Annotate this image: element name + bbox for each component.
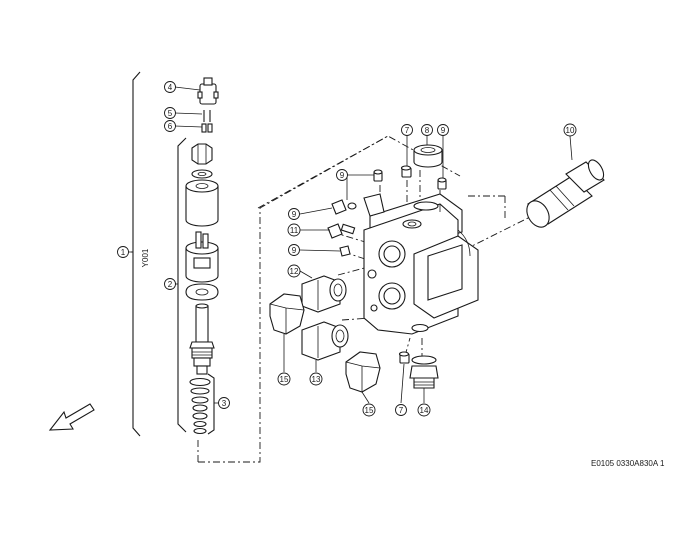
subassembly-bracket	[177, 137, 187, 433]
valve-cartridge	[189, 303, 215, 375]
callout-9-upper-left: 9	[336, 169, 348, 181]
leader-lines	[128, 86, 573, 404]
callout-9-lower-left-label: 9	[292, 246, 297, 255]
callout-10-label: 10	[566, 126, 575, 135]
connector-pins	[201, 110, 213, 133]
callout-11-label: 11	[290, 226, 299, 235]
callout-7-top-label: 7	[405, 126, 410, 135]
callout-15-bottom-label: 15	[365, 406, 374, 415]
callout-7-top: 7	[401, 124, 413, 136]
callout-9-lower-left: 9	[288, 244, 300, 256]
callout-4-label: 4	[168, 83, 173, 92]
callout-12-label: 12	[290, 267, 299, 276]
callout-6-label: 6	[168, 122, 173, 131]
callout-5-label: 5	[168, 109, 173, 118]
callout-15-left-label: 15	[280, 375, 289, 384]
callout-9-top: 9	[437, 124, 449, 136]
assembly-ref-label: Y001	[141, 248, 150, 267]
callout-2: 2	[164, 278, 176, 290]
fitting-14	[409, 355, 439, 389]
relief-valve-cartridge	[526, 159, 605, 228]
callout-9-mid-left: 9	[288, 208, 300, 220]
washer	[191, 169, 213, 179]
callout-7-bottom-label: 7	[399, 406, 404, 415]
callout-4: 4	[164, 81, 176, 93]
callout-6: 6	[164, 120, 176, 132]
callout-14: 14	[417, 403, 431, 417]
callout-15-bottom: 15	[362, 403, 376, 417]
mounting-flange	[185, 283, 219, 301]
callout-14-label: 14	[420, 406, 429, 415]
cap-15-left	[269, 293, 305, 335]
callout-2-label: 2	[168, 280, 173, 289]
assembly-bracket	[131, 71, 141, 437]
callout-9-upper-left-label: 9	[340, 171, 345, 180]
callout-13: 13	[309, 372, 323, 386]
callout-15-left: 15	[277, 372, 291, 386]
connector-plug	[197, 77, 219, 105]
callout-1: 1	[117, 246, 129, 258]
solenoid-coil-with-terminals	[185, 231, 219, 283]
cap-15-bottom	[345, 351, 381, 393]
callout-3-label: 3	[222, 399, 227, 408]
callout-3: 3	[218, 397, 230, 409]
callout-8: 8	[421, 124, 433, 136]
callout-11: 11	[287, 223, 301, 237]
callout-9-mid-left-label: 9	[292, 210, 297, 219]
solenoid-nut	[191, 143, 213, 165]
callout-13-label: 13	[312, 375, 321, 384]
fitting-12	[301, 275, 347, 313]
top-plug	[413, 144, 443, 211]
left-fittings	[327, 193, 385, 257]
seal-set-bracket	[207, 373, 215, 435]
small-plugs-top	[373, 165, 447, 190]
drawing-code: E0105 0330A830A 1	[591, 459, 665, 468]
fitting-13	[301, 321, 349, 361]
callout-10: 10	[563, 123, 577, 137]
o-ring-set	[189, 377, 211, 435]
small-plug-bottom	[398, 351, 410, 364]
callout-5: 5	[164, 107, 176, 119]
callout-1-label: 1	[121, 248, 126, 257]
valve-body	[363, 193, 479, 335]
callout-9-top-label: 9	[441, 126, 446, 135]
callout-8-label: 8	[425, 126, 430, 135]
direction-arrow	[48, 403, 95, 431]
callout-12: 12	[287, 264, 301, 278]
solenoid-coil	[185, 179, 219, 227]
callout-7-bottom: 7	[395, 404, 407, 416]
